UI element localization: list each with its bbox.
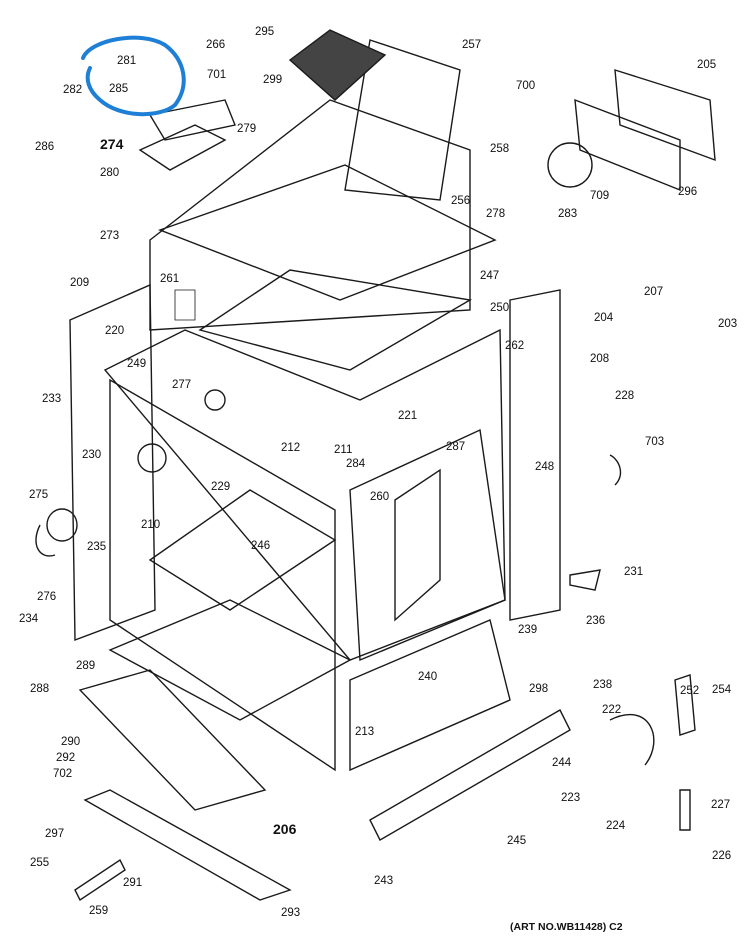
part-label-248: 248 bbox=[535, 461, 554, 473]
part-label-229: 229 bbox=[211, 481, 230, 493]
part-label-288: 288 bbox=[30, 683, 49, 695]
part-label-210: 210 bbox=[141, 519, 160, 531]
part-label-243: 243 bbox=[374, 875, 393, 887]
part-label-283: 283 bbox=[558, 208, 577, 220]
part-label-228: 228 bbox=[615, 390, 634, 402]
part-label-703: 703 bbox=[645, 436, 664, 448]
part-label-238: 238 bbox=[593, 679, 612, 691]
part-label-221: 221 bbox=[398, 410, 417, 422]
part-label-208: 208 bbox=[590, 353, 609, 365]
part-label-702: 702 bbox=[53, 768, 72, 780]
part-label-223: 223 bbox=[561, 792, 580, 804]
part-label-212: 212 bbox=[281, 442, 300, 454]
part-label-282: 282 bbox=[63, 84, 82, 96]
part-label-297: 297 bbox=[45, 828, 64, 840]
part-label-256: 256 bbox=[451, 195, 470, 207]
part-label-277: 277 bbox=[172, 379, 191, 391]
part-label-260: 260 bbox=[370, 491, 389, 503]
part-label-259: 259 bbox=[89, 905, 108, 917]
part-label-289: 289 bbox=[76, 660, 95, 672]
part-label-279: 279 bbox=[237, 123, 256, 135]
part-label-246: 246 bbox=[251, 540, 270, 552]
part-label-287: 287 bbox=[446, 441, 465, 453]
part-label-224: 224 bbox=[606, 820, 626, 832]
part-label-261: 261 bbox=[160, 273, 179, 285]
part-label-255: 255 bbox=[30, 857, 49, 869]
part-label-298: 298 bbox=[529, 683, 548, 695]
part-label-204: 204 bbox=[594, 312, 614, 324]
part-label-284: 284 bbox=[346, 458, 366, 470]
part-label-209: 209 bbox=[70, 277, 89, 289]
range-body-drawing bbox=[35, 29, 716, 902]
part-label-292: 292 bbox=[56, 752, 75, 764]
part-label-234: 234 bbox=[19, 613, 39, 625]
part-label-245: 245 bbox=[507, 835, 526, 847]
part-label-230: 230 bbox=[82, 449, 101, 461]
part-label-254: 254 bbox=[712, 684, 732, 696]
part-label-250: 250 bbox=[490, 302, 509, 314]
part-label-296: 296 bbox=[678, 186, 697, 198]
part-label-274: 274 bbox=[100, 136, 124, 152]
part-label-244: 244 bbox=[552, 757, 572, 769]
part-label-291: 291 bbox=[123, 877, 142, 889]
part-label-239: 239 bbox=[518, 624, 537, 636]
part-label-275: 275 bbox=[29, 489, 48, 501]
part-label-273: 273 bbox=[100, 230, 119, 242]
part-label-252: 252 bbox=[680, 685, 699, 697]
part-label-227: 227 bbox=[711, 799, 730, 811]
part-label-257: 257 bbox=[462, 39, 481, 51]
part-label-258: 258 bbox=[490, 143, 509, 155]
part-number-labels: 266 295 257 281 701 299 700 205 282 285 286 279 274 2… bbox=[19, 26, 737, 919]
part-label-205: 205 bbox=[697, 59, 716, 71]
part-label-280: 280 bbox=[100, 167, 119, 179]
part-label-278: 278 bbox=[486, 208, 505, 220]
part-label-240: 240 bbox=[418, 671, 437, 683]
art-number-footer: (ART NO.WB11428) C2 bbox=[510, 921, 623, 933]
part-label-290: 290 bbox=[61, 736, 80, 748]
part-label-207: 207 bbox=[644, 286, 663, 298]
part-label-295: 295 bbox=[255, 26, 274, 38]
part-label-213: 213 bbox=[355, 726, 374, 738]
highlight-circle-annotation bbox=[81, 35, 186, 117]
part-label-709: 709 bbox=[590, 190, 609, 202]
part-label-281: 281 bbox=[117, 55, 136, 67]
part-label-222: 222 bbox=[602, 704, 621, 716]
part-label-233: 233 bbox=[42, 393, 61, 405]
part-label-203: 203 bbox=[718, 318, 737, 330]
part-label-286: 286 bbox=[35, 141, 54, 153]
part-label-701: 701 bbox=[207, 69, 226, 81]
part-label-231: 231 bbox=[624, 566, 643, 578]
part-label-262: 262 bbox=[505, 340, 524, 352]
part-label-206: 206 bbox=[273, 821, 297, 837]
part-label-276: 276 bbox=[37, 591, 56, 603]
part-label-235: 235 bbox=[87, 541, 106, 553]
part-label-266: 266 bbox=[206, 39, 225, 51]
part-label-299: 299 bbox=[263, 74, 282, 86]
part-label-220: 220 bbox=[105, 325, 124, 337]
part-label-249: 249 bbox=[127, 358, 146, 370]
part-label-285: 285 bbox=[109, 83, 128, 95]
part-label-226: 226 bbox=[712, 850, 731, 862]
part-label-293: 293 bbox=[281, 907, 300, 919]
part-label-211: 211 bbox=[334, 444, 352, 456]
part-label-247: 247 bbox=[480, 270, 499, 282]
part-label-700: 700 bbox=[516, 80, 535, 92]
part-label-236: 236 bbox=[586, 615, 605, 627]
